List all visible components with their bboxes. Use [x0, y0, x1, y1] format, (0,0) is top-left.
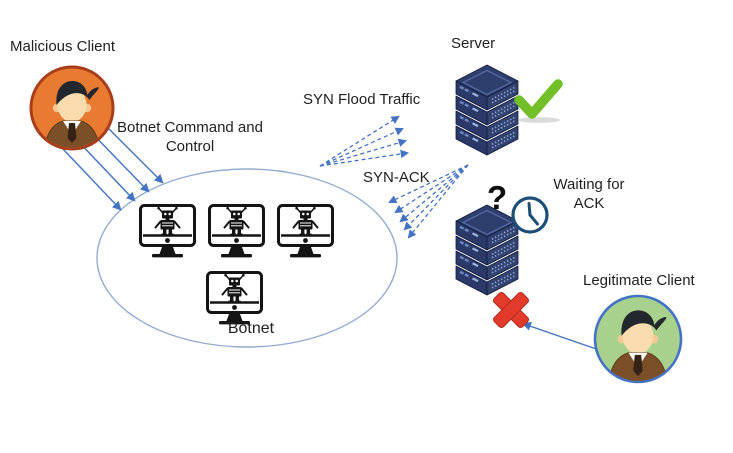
- server-waiting-icon: [454, 203, 520, 297]
- command-arrow: [61, 147, 122, 211]
- malicious-client-label: Malicious Client: [10, 38, 116, 55]
- server-label: Server: [451, 35, 496, 52]
- botnet-ellipse: [96, 168, 398, 348]
- green-checkmark-icon: [514, 79, 563, 123]
- botnet-label: Botnet: [227, 320, 275, 337]
- botnet-command-control-label: Botnet Command and Control: [112, 119, 268, 157]
- syn-ack-arrows: [388, 164, 469, 239]
- server-ok-icon: [454, 63, 520, 157]
- bot-computer-icon: [206, 271, 263, 326]
- syn-flood-arrow: [319, 138, 408, 167]
- question-mark: ?: [487, 179, 508, 216]
- syn-flood-arrows: [319, 115, 410, 167]
- waiting-for-ack-label: Waiting for ACK: [533, 176, 645, 214]
- syn-flood-arrow: [319, 115, 400, 167]
- command-arrow: [75, 138, 136, 202]
- red-x-icon: [493, 292, 529, 328]
- bot-computer-icon: [277, 204, 334, 259]
- syn-ack-arrow: [388, 164, 469, 204]
- syn-flood-arrow: [319, 149, 410, 167]
- legitimate-client-avatar: [593, 294, 683, 384]
- legitimate-client-label: Legitimate Client: [583, 272, 695, 289]
- syn-ack-label: SYN-ACK: [363, 169, 430, 186]
- clock-icon: [511, 196, 549, 234]
- bot-computer-icon: [139, 204, 196, 259]
- syn-ack-arrow: [407, 164, 469, 239]
- botnet-command-line2: Control: [165, 137, 215, 155]
- syn-flood-arrow: [319, 127, 404, 167]
- syn-ack-arrow: [403, 164, 469, 231]
- syn-ack-arrow: [394, 164, 469, 214]
- bot-computer-icon: [208, 204, 265, 259]
- botnet-command-line1: Botnet Command and: [117, 119, 263, 136]
- syn-ack-arrow: [399, 164, 469, 223]
- waiting-line1: Waiting for: [553, 176, 625, 193]
- syn-flood-traffic-label: SYN Flood Traffic: [303, 91, 421, 108]
- malicious-client-avatar: [29, 65, 115, 151]
- legitimate-request-arrow: [521, 321, 603, 352]
- waiting-line2: ACK: [573, 194, 605, 212]
